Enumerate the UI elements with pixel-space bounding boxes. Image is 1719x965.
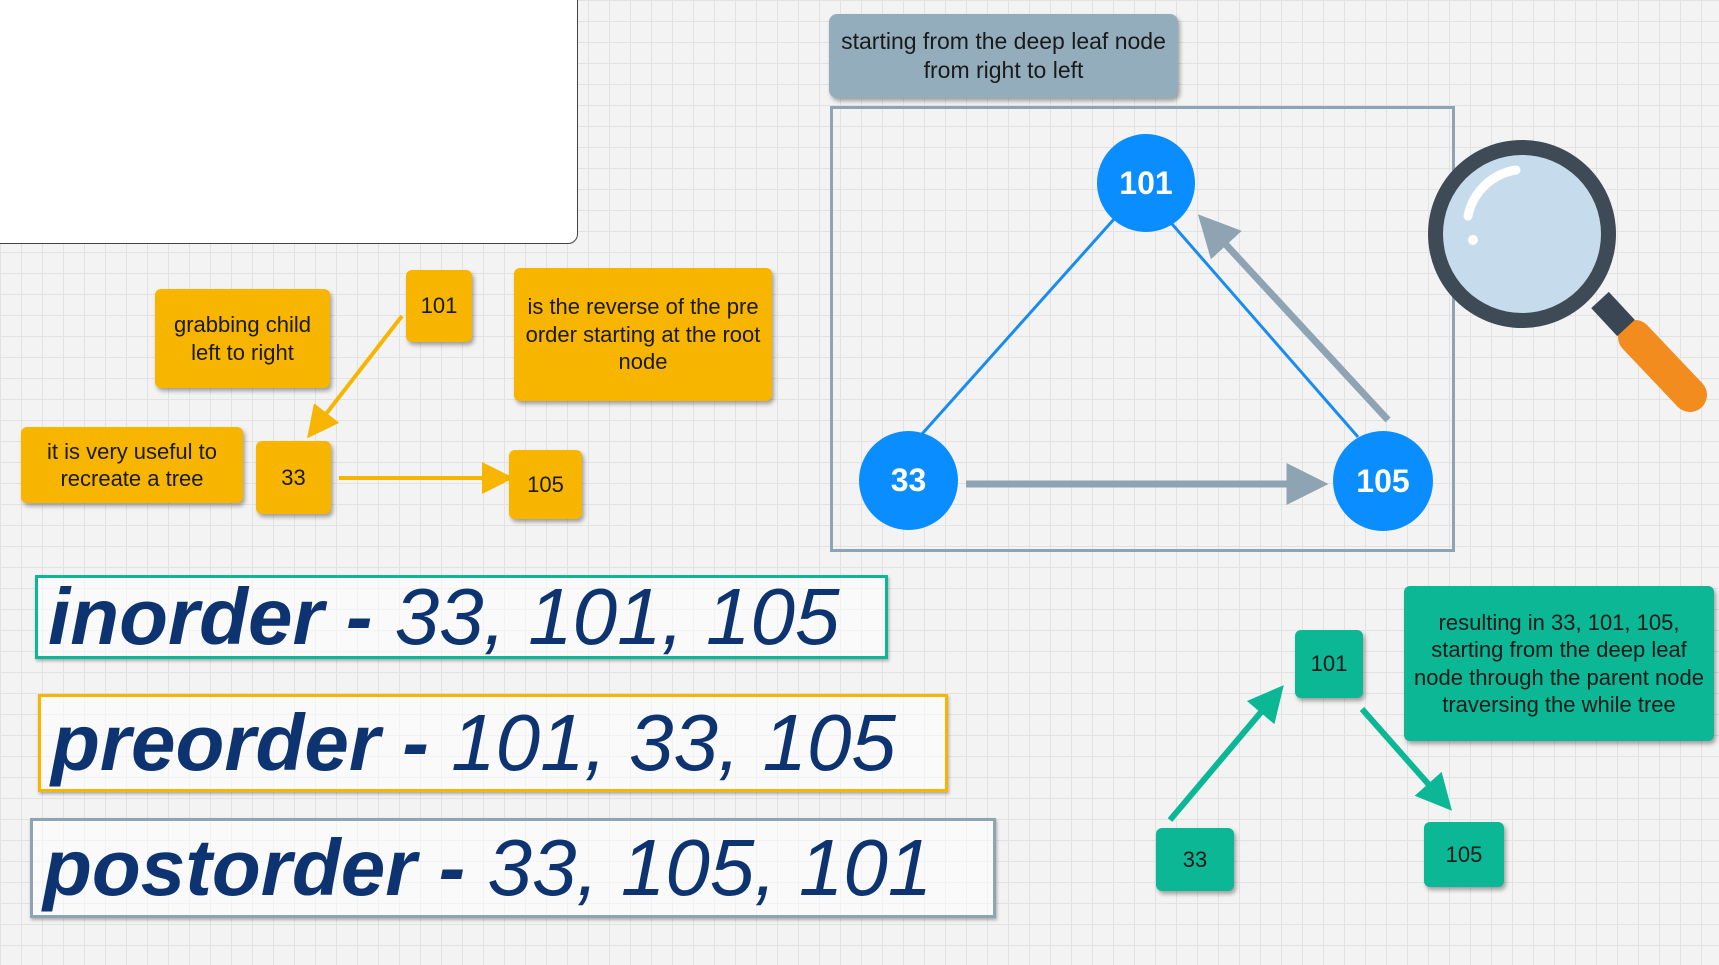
note-reverse-preorder: is the reverse of the pre order starting… (514, 268, 772, 401)
blue-node-101: 101 (1097, 134, 1195, 232)
postorder-banner: postorder - 33, 105, 101 (30, 818, 996, 918)
slate-arrow-right-to-root (1197, 214, 1391, 423)
teal-node-101-label: 101 (1310, 651, 1348, 677)
inorder-sequence: 33, 101, 105 (394, 572, 840, 661)
blue-node-105: 105 (1333, 431, 1433, 531)
blue-edge-root-right (1170, 223, 1360, 438)
orange-node-105: 105 (509, 450, 582, 519)
blue-node-33: 33 (859, 431, 958, 530)
teal-node-33-label: 33 (1182, 846, 1208, 872)
orange-node-101: 101 (406, 270, 472, 342)
orange-node-33-label: 33 (281, 464, 306, 490)
blue-tree-frame (830, 106, 1455, 552)
teal-node-105-label: 105 (1445, 841, 1483, 867)
preorder-label: preorder - (51, 698, 452, 787)
orange-node-33: 33 (256, 441, 331, 514)
teal-node-33: 33 (1156, 828, 1234, 891)
note-resulting: resulting in 33, 101, 105, starting from… (1404, 586, 1714, 741)
orange-node-101-label: 101 (420, 293, 458, 319)
inorder-banner: inorder - 33, 101, 105 (35, 575, 888, 659)
note-useful-text: it is very useful to recreate a tree (47, 438, 217, 492)
preorder-sequence: 101, 33, 105 (451, 698, 896, 787)
note-grabbing-child: grabbing child left to right (155, 289, 330, 388)
blue-node-101-label: 101 (1119, 164, 1173, 201)
teal-node-105: 105 (1424, 822, 1504, 887)
note-reverse-preorder-text: is the reverse of the pre order starting… (525, 294, 761, 375)
note-grabbing-child-text: grabbing child left to right (174, 312, 311, 365)
inorder-label: inorder - (48, 572, 395, 661)
note-deep-leaf: starting from the deep leaf node from ri… (829, 14, 1178, 98)
teal-arrow-left-to-root (1167, 685, 1284, 822)
blue-node-105-label: 105 (1356, 462, 1410, 499)
blue-edge-root-left (920, 217, 1117, 435)
note-useful: it is very useful to recreate a tree (21, 427, 243, 503)
postorder-sequence: 33, 105, 101 (487, 823, 933, 912)
teal-arrow-root-to-right (1359, 707, 1452, 811)
note-deep-leaf-text: starting from the deep leaf node from ri… (841, 28, 1166, 83)
blue-node-33-label: 33 (890, 462, 927, 498)
postorder-label: postorder - (43, 823, 488, 912)
orange-arrow-root-to-left (307, 314, 404, 439)
preorder-banner: preorder - 101, 33, 105 (38, 694, 948, 792)
note-resulting-text: resulting in 33, 101, 105, starting from… (1414, 609, 1704, 718)
blank-panel (0, 0, 578, 244)
teal-node-101: 101 (1295, 630, 1363, 698)
orange-node-105-label: 105 (527, 471, 564, 497)
